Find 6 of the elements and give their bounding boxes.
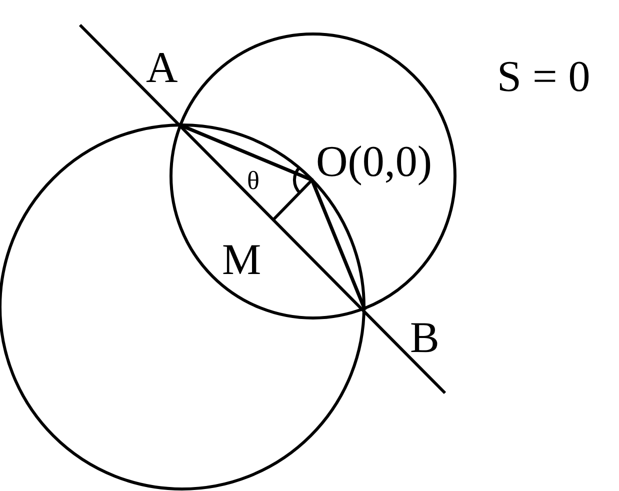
point-label: M: [222, 238, 262, 282]
point-label: θ: [247, 168, 260, 194]
point-label: O(0,0): [316, 140, 432, 184]
point-label: A: [146, 46, 178, 90]
point-label: B: [410, 316, 440, 360]
point-label: S = 0: [497, 55, 590, 99]
